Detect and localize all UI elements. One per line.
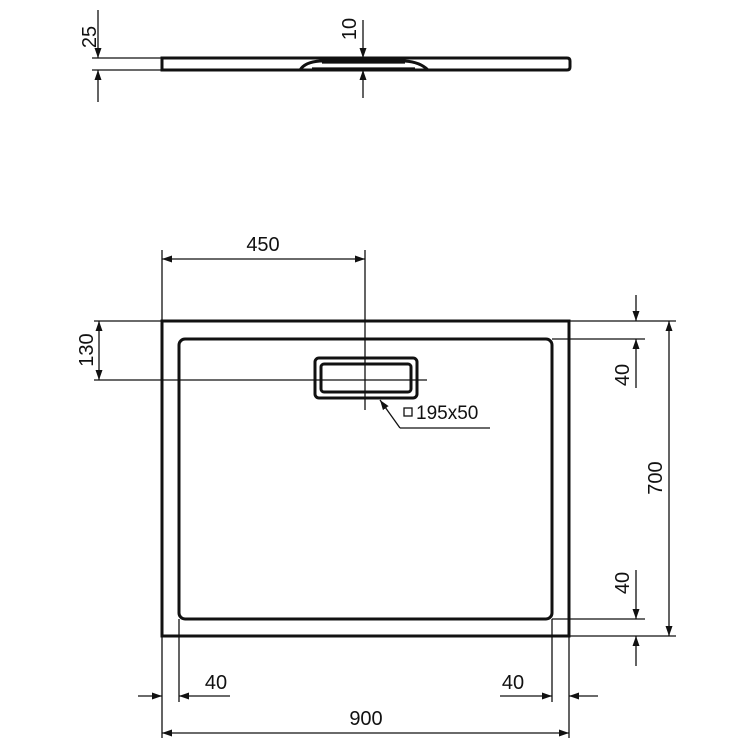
- dim-drain-offset-x-label: 450: [246, 234, 279, 256]
- side-profile: [160, 56, 572, 72]
- dim-rim-bottom: 40: [552, 570, 676, 666]
- dim-drain-depth: 10: [339, 18, 367, 98]
- square-icon: [403, 407, 413, 417]
- dim-drain-offset-y: 130: [76, 320, 427, 381]
- dim-thickness-label: 25: [79, 26, 101, 48]
- side-view: 25 10: [79, 10, 572, 102]
- dim-drain-offset-x: 450: [161, 234, 366, 410]
- plan-view: 450 130 195x50 40 40: [76, 234, 676, 738]
- drain-size-callout: 195x50: [379, 399, 490, 429]
- dim-rim-left: 40: [138, 619, 230, 738]
- dim-rim-bottom-label: 40: [612, 572, 634, 594]
- drain-size-label: 195x50: [416, 403, 478, 424]
- drain-channel: [313, 356, 419, 400]
- dim-rim-top: 40: [552, 295, 676, 388]
- dim-rim-right: 40: [500, 619, 598, 738]
- dim-rim-left-label: 40: [205, 672, 227, 694]
- dim-overall-depth-label: 700: [645, 461, 667, 494]
- dim-drain-depth-label: 10: [339, 18, 361, 40]
- dim-overall-width: 900: [162, 708, 569, 737]
- dim-overall-width-label: 900: [349, 708, 382, 730]
- dim-overall-depth: 700: [645, 321, 673, 636]
- dim-drain-offset-y-label: 130: [76, 333, 98, 366]
- dim-thickness: 25: [79, 10, 162, 102]
- dim-rim-right-label: 40: [502, 672, 524, 694]
- dim-rim-top-label: 40: [612, 364, 634, 386]
